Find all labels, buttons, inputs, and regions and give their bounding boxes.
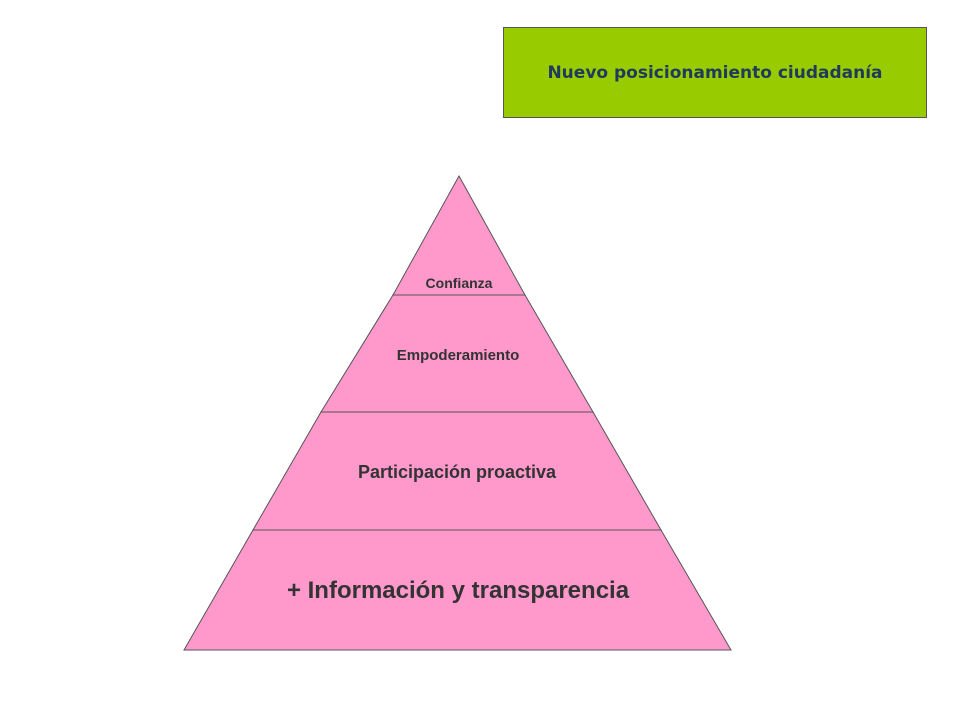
pyramid-tier-informacion	[183, 529, 732, 651]
tier-label-empoderamiento: Empoderamiento	[397, 347, 520, 364]
tier-label-participacion: Participación proactiva	[358, 462, 557, 482]
tier-label-informacion: + Información y transparencia	[287, 577, 630, 604]
title-box: Nuevo posicionamiento ciudadanía	[503, 27, 927, 118]
tier-label-confianza: Confianza	[426, 275, 493, 291]
title-text: Nuevo posicionamiento ciudadanía	[547, 62, 883, 83]
